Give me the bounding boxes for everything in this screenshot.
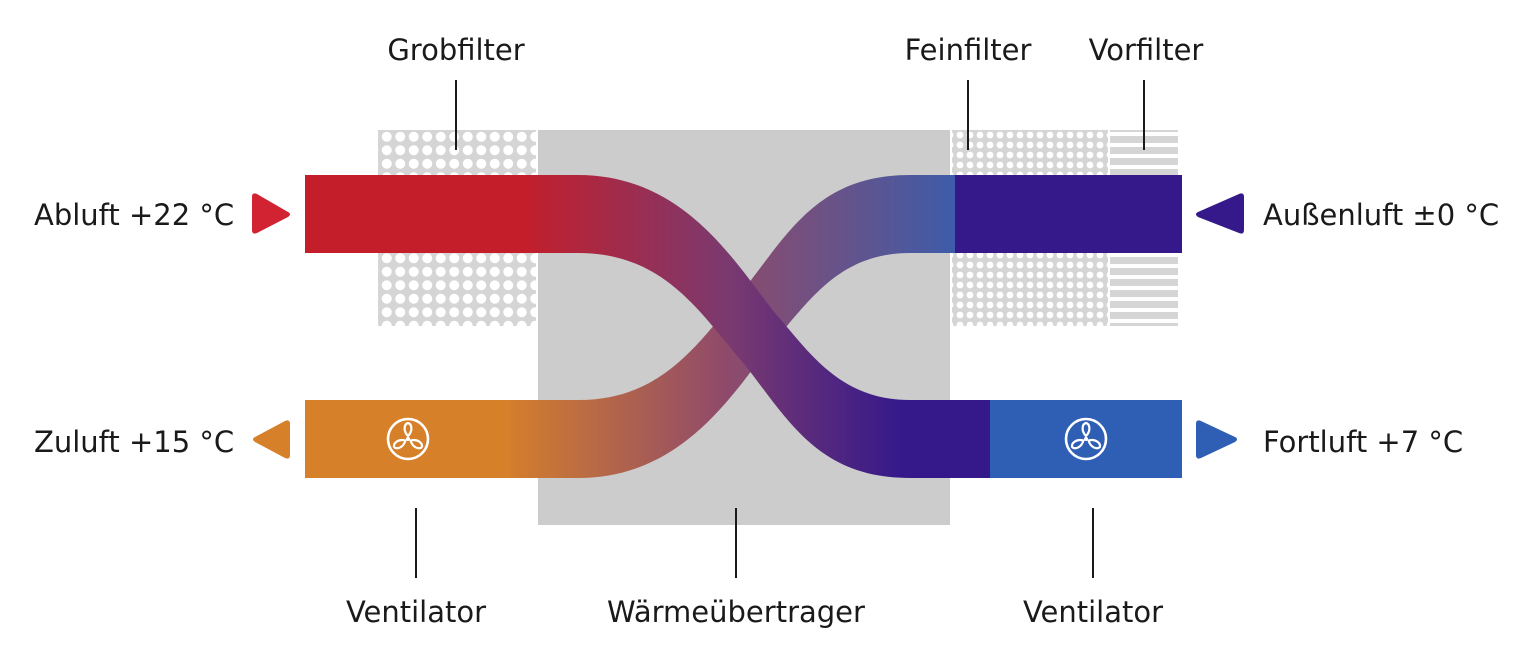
- fan-icon-right: [1064, 417, 1108, 461]
- ventilator-left-label: Ventilator: [346, 595, 486, 629]
- fan-icon-left: [386, 417, 430, 461]
- ventilator-right-label: Ventilator: [1023, 595, 1163, 629]
- zuluft-label: Zuluft +15 °C: [34, 425, 234, 459]
- feinfilter-label: Feinfilter: [905, 33, 1032, 67]
- aussenluft-label: Außenluft ±0 °C: [1263, 198, 1499, 232]
- waermeuebertrager-label: Wärmeübertrager: [607, 595, 865, 629]
- fortluft-arrow-icon: [1196, 420, 1237, 459]
- aussenluft-duct: [955, 175, 1182, 253]
- fortluft-label: Fortluft +7 °C: [1263, 425, 1463, 459]
- vorfilter-label: Vorfilter: [1089, 33, 1204, 67]
- abluft-duct: [305, 175, 530, 253]
- aussenluft-arrow-icon: [1196, 193, 1244, 234]
- grobfilter-label: Grobfilter: [387, 33, 524, 67]
- leader-lines: [415, 80, 1145, 578]
- abluft-label: Abluft +22 °C: [34, 198, 234, 232]
- abluft-arrow-icon: [252, 193, 290, 234]
- zuluft-arrow-icon: [253, 420, 290, 459]
